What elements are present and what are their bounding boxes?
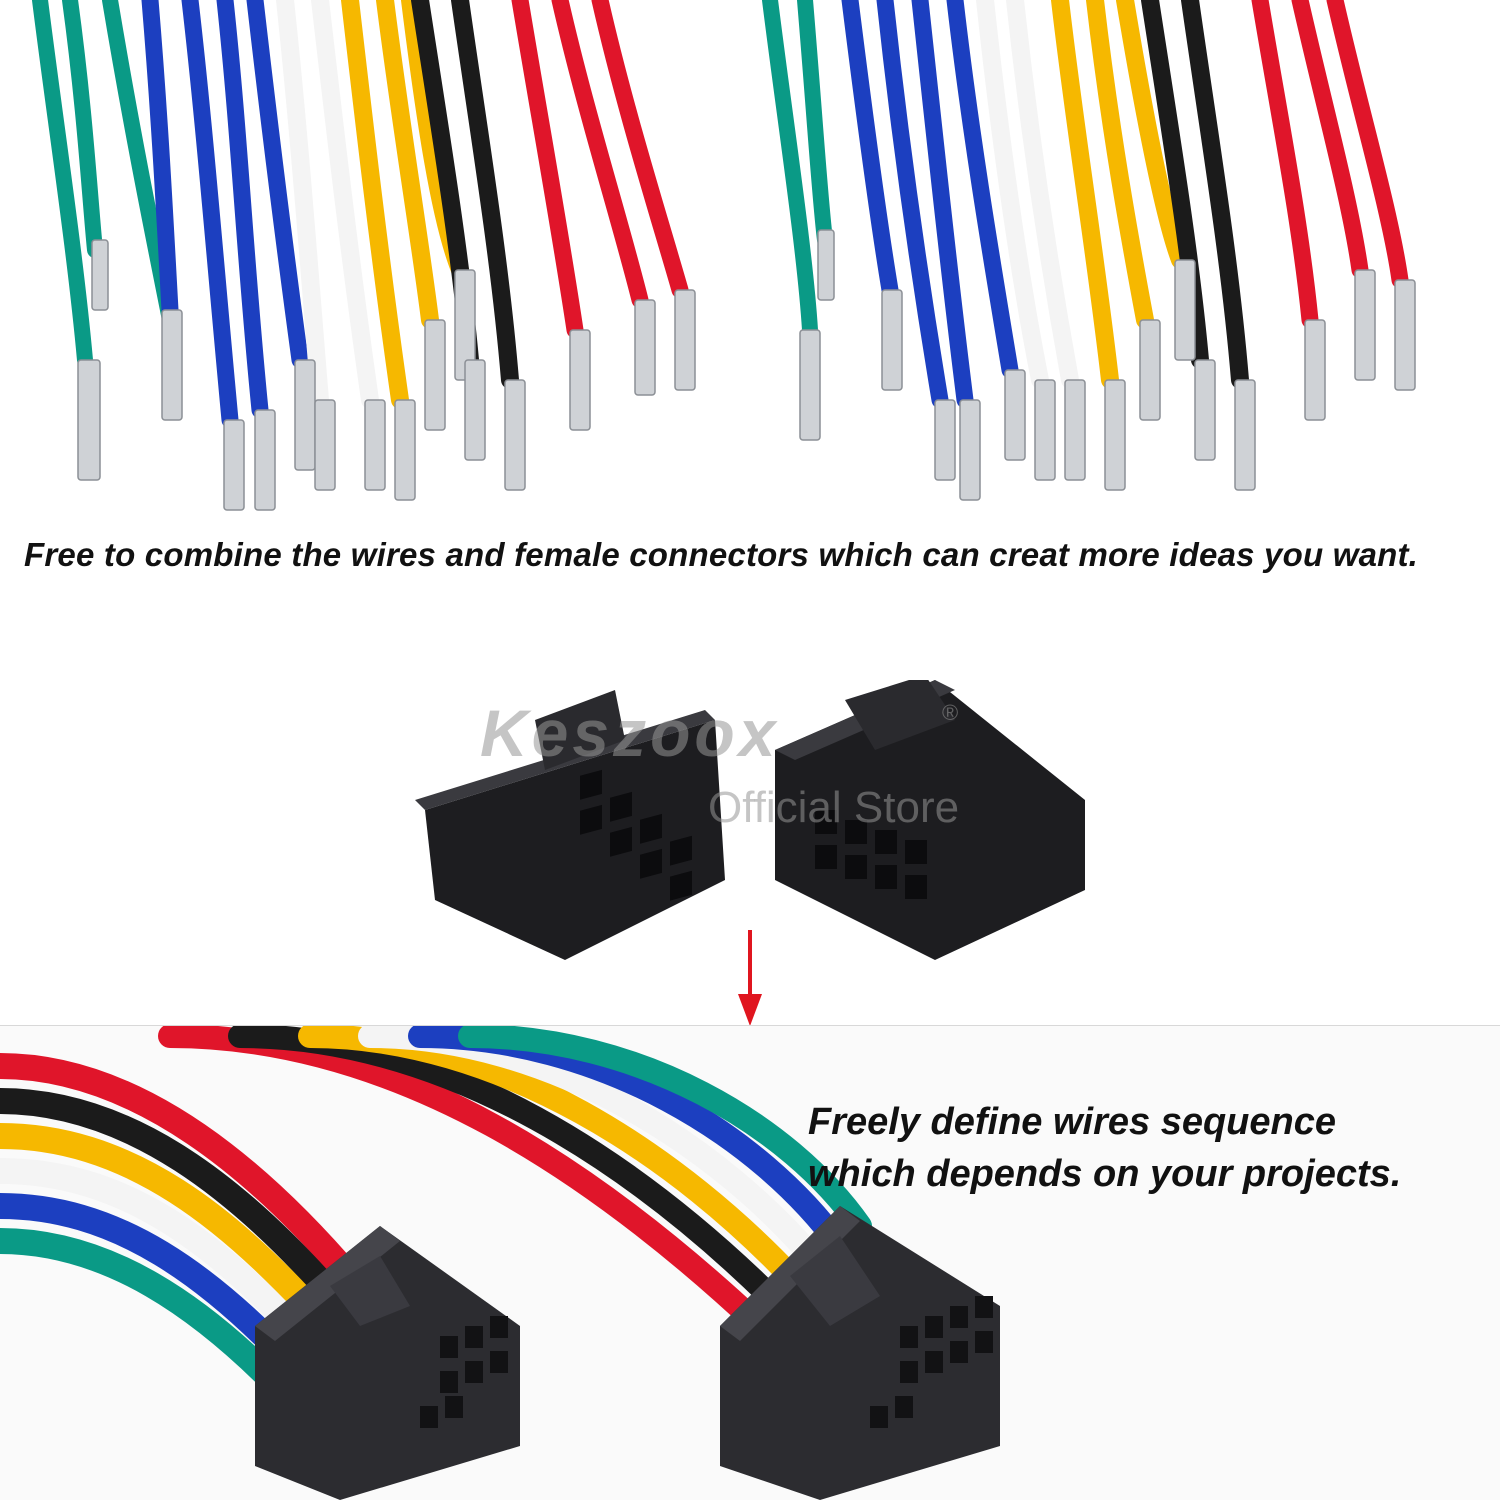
assembled-harness-photo <box>0 1026 1000 1500</box>
caption-define-sequence: Freely define wires sequence which depen… <box>808 1096 1401 1200</box>
harness-connector-right <box>720 1206 1000 1500</box>
harness-connector-left <box>255 1226 520 1500</box>
watermark-registered: ® <box>942 700 958 725</box>
wires-photo-right <box>762 0 1416 501</box>
down-arrow-icon <box>738 930 762 1026</box>
watermark-subtitle: Official Store <box>708 783 959 832</box>
brand-watermark: Keszoox ® Official Store <box>480 696 959 832</box>
connector-housings-photo <box>415 680 1085 960</box>
watermark-brand: Keszoox <box>480 696 779 770</box>
caption-line-2: which depends on your projects. <box>808 1153 1402 1195</box>
section-divider <box>0 1025 1500 1026</box>
connector-housing-left <box>415 690 725 960</box>
wires-photo-left <box>32 0 696 511</box>
connector-housing-right <box>775 680 1085 960</box>
caption-combine-wires: Free to combine the wires and female con… <box>24 536 1419 573</box>
caption-line-1: Freely define wires sequence <box>808 1101 1337 1143</box>
